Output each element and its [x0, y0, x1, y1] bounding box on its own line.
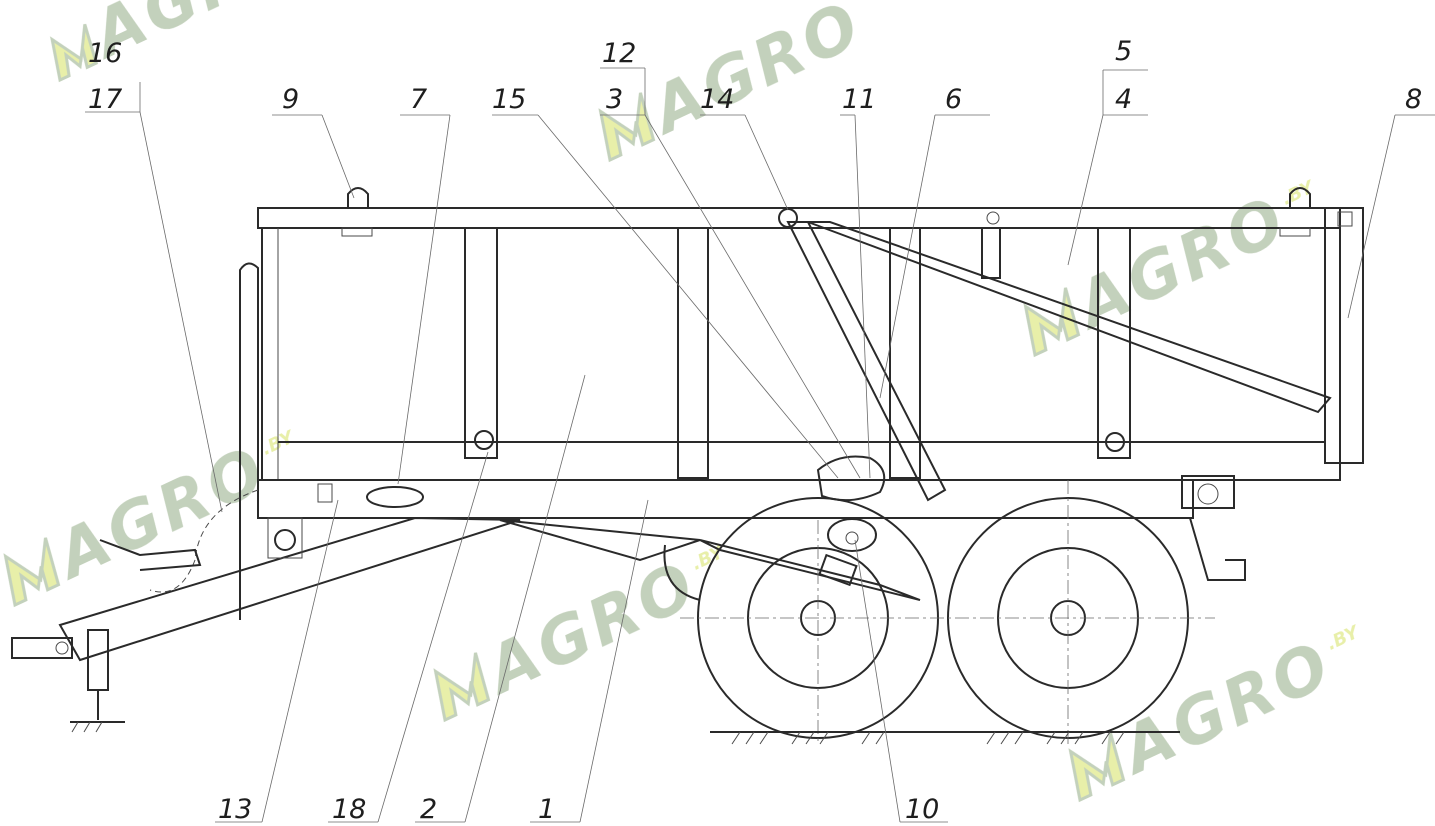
stiffener-1: [464, 227, 498, 459]
watermark-layer: AGRO AGRO AGRO .BY AGRO .BY AGRO .BY AGR…: [3, 0, 1364, 803]
stiffener-pin-2: [1105, 432, 1125, 452]
callout-13: 13: [218, 794, 252, 825]
callout-4: 4: [1115, 84, 1132, 115]
front-mudguard: [663, 544, 701, 601]
callout-10: 10: [905, 794, 939, 825]
hitch-eye: [11, 637, 73, 659]
dump-body: [239, 187, 1364, 620]
brake-hose: [149, 489, 259, 593]
stiffener-2: [677, 227, 709, 479]
callout-6: 6: [945, 84, 962, 115]
watermark-bottom-center: AGRO .BY: [433, 541, 729, 723]
fitting-13: [317, 483, 333, 503]
callout-5: 5: [1115, 36, 1132, 67]
front-handrail: [239, 262, 259, 620]
callout-labels: 16 17 9 7 15 12 3 14 11 6 5 4 8 13 18 2 …: [88, 36, 1422, 825]
chassis-frame: [257, 479, 1194, 519]
strut-pivot-mid: [986, 211, 1000, 225]
callout-11: 11: [842, 84, 876, 115]
rear-light: [1197, 483, 1219, 505]
strut-b: [807, 221, 1332, 414]
callout-9: 9: [282, 84, 299, 115]
front-pivot-bracket: [267, 517, 303, 559]
watermark-right: AGRO .BY: [1023, 176, 1319, 358]
callout-1: 1: [538, 794, 555, 825]
watermark-text: AGRO: [42, 433, 279, 596]
rear-door: [1324, 207, 1364, 464]
balancer-pivot-10: [827, 518, 877, 552]
watermark-text: AGRO: [637, 0, 874, 150]
strut-pivot-top: [778, 208, 798, 228]
top-bracket-front: [341, 227, 373, 237]
hand-crank: [99, 539, 202, 571]
callout-8: 8: [1405, 84, 1422, 115]
balancer-pivot-pin: [845, 531, 859, 545]
rear-mudflap-bracket: [1189, 517, 1246, 581]
callout-2: 2: [420, 794, 437, 825]
callout-15: 15: [492, 84, 526, 115]
lifting-eye-front: [347, 187, 369, 208]
ground-hatching: [71, 721, 1125, 745]
hitch-pin: [55, 641, 69, 655]
watermark-suffix: .BY: [1278, 176, 1318, 210]
watermark-text: AGRO: [1107, 628, 1344, 791]
callout-12: 12: [602, 38, 636, 69]
callout-14: 14: [700, 84, 734, 115]
stiffener-4: [981, 227, 1001, 279]
fitting-18: [366, 486, 424, 508]
watermark-top-left: AGRO: [49, 0, 315, 83]
callout-7: 7: [410, 84, 427, 115]
body-stiffeners: [464, 227, 1131, 479]
watermark-bottom-right: AGRO .BY: [1068, 621, 1364, 803]
callout-17: 17: [88, 84, 122, 115]
stiffener-3: [889, 227, 921, 479]
drawbar: [58, 516, 521, 662]
balancer-stop: [818, 553, 858, 587]
rear-door-hinge: [1337, 211, 1353, 227]
drawbar-rear-link: [499, 519, 701, 562]
stiffener-pin-1: [474, 430, 494, 450]
chassis: [11, 455, 1246, 723]
callout-3: 3: [606, 84, 623, 115]
running-gear: [71, 480, 1215, 745]
strut-a: [786, 221, 947, 502]
lifting-eye-rear: [1289, 187, 1311, 208]
watermark-suffix: .BY: [1323, 621, 1363, 655]
top-bracket-rear: [1279, 227, 1311, 237]
rear-light-bracket: [1181, 475, 1235, 509]
callout-18: 18: [332, 794, 366, 825]
watermark-text: AGRO: [472, 548, 709, 711]
body-struts: [778, 208, 1332, 502]
front-pivot: [274, 529, 296, 551]
leader-lines: [85, 67, 1435, 823]
callout-16: 16: [88, 38, 122, 69]
support-jack: [87, 629, 109, 691]
